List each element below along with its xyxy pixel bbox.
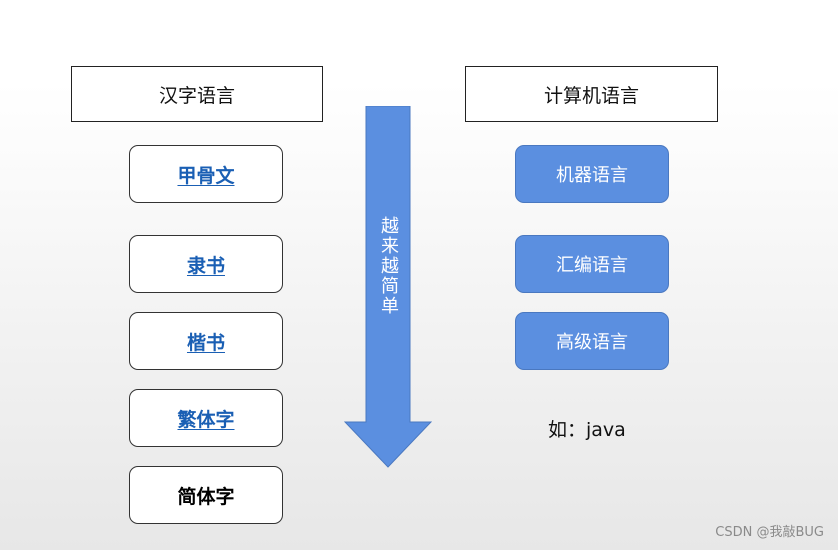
script-label-simplified: 简体字	[177, 485, 235, 508]
example-text: 如：java	[548, 419, 626, 441]
script-box-clerical: 隶书	[129, 235, 283, 293]
lang-label-high-level: 高级语言	[556, 332, 628, 353]
right-column-header: 计算机语言	[465, 66, 718, 122]
right-column-header-label: 计算机语言	[543, 84, 639, 107]
lang-box-assembly: 汇编语言	[515, 235, 669, 293]
arrow-label: 越来越简单	[378, 216, 399, 316]
script-box-traditional: 繁体字	[129, 389, 283, 447]
script-box-simplified: 简体字	[129, 466, 283, 524]
script-box-regular: 楷书	[129, 312, 283, 370]
script-box-oracle-bone: 甲骨文	[129, 145, 283, 203]
lang-box-high-level: 高级语言	[515, 312, 669, 370]
script-link-clerical[interactable]: 隶书	[186, 254, 225, 277]
script-link-traditional[interactable]: 繁体字	[177, 408, 235, 431]
lang-box-machine: 机器语言	[515, 145, 669, 203]
lang-label-machine: 机器语言	[556, 165, 628, 186]
down-arrow-path	[343, 105, 433, 468]
script-link-oracle-bone[interactable]: 甲骨文	[177, 164, 235, 187]
watermark: CSDN @我敲BUG	[715, 525, 824, 540]
down-arrow	[343, 105, 433, 468]
lang-label-assembly: 汇编语言	[556, 255, 628, 276]
script-link-regular[interactable]: 楷书	[186, 331, 225, 354]
down-arrow-shape	[343, 105, 433, 468]
left-column-header-label: 汉字语言	[158, 84, 235, 107]
left-column-header: 汉字语言	[71, 66, 323, 122]
